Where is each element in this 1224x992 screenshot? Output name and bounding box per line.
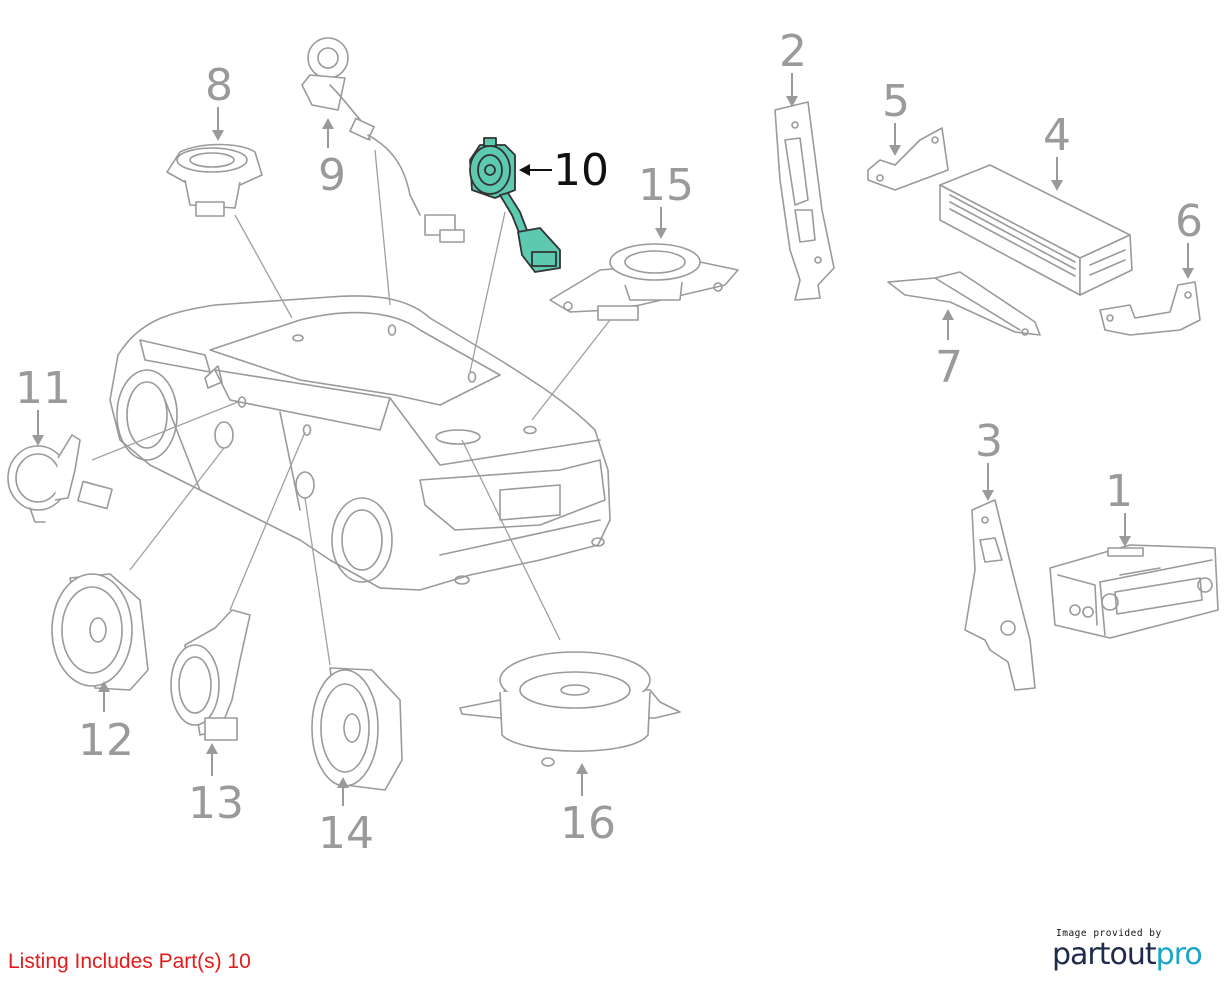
- listing-parts-note: Listing Includes Part(s) 10: [8, 950, 251, 973]
- part-2-bracket: [774, 101, 835, 301]
- callout-3: 3: [975, 416, 1003, 501]
- brand-tagline: Image provided by: [1056, 928, 1162, 939]
- brand-name: partoutpro: [1052, 940, 1212, 970]
- svg-text:3: 3: [975, 416, 1003, 467]
- callout-5: 5: [882, 76, 910, 156]
- callout-15: 15: [638, 160, 694, 239]
- part-3-bracket: [964, 499, 1036, 691]
- svg-text:8: 8: [205, 60, 233, 111]
- svg-text:16: 16: [560, 798, 616, 849]
- callout-12: 12: [78, 681, 134, 766]
- svg-text:12: 12: [78, 715, 134, 766]
- brand-name-prefix: partout: [1052, 937, 1157, 972]
- brand-name-suffix: pro: [1155, 937, 1203, 972]
- part-11-tweeter: [7, 434, 113, 523]
- callout-10: 10: [519, 145, 609, 196]
- callout-14: 14: [318, 777, 374, 859]
- svg-text:13: 13: [188, 778, 244, 829]
- svg-text:9: 9: [318, 150, 346, 201]
- part-12-speaker: [51, 573, 149, 691]
- callout-2: 2: [779, 26, 807, 107]
- part-15-speaker-bracket: [549, 243, 739, 321]
- part-14-speaker: [311, 667, 403, 791]
- callout-11: 11: [15, 363, 71, 446]
- callout-4: 4: [1043, 110, 1071, 191]
- svg-text:14: 14: [318, 808, 374, 859]
- svg-text:4: 4: [1043, 110, 1071, 161]
- callout-13: 13: [188, 743, 244, 829]
- svg-text:1: 1: [1105, 466, 1133, 517]
- svg-text:6: 6: [1175, 196, 1203, 247]
- part-1-head-unit: [1049, 544, 1219, 639]
- callout-16: 16: [560, 763, 616, 849]
- car-illustration: [109, 295, 611, 591]
- svg-text:10: 10: [553, 145, 609, 196]
- part-13-speaker: [170, 609, 251, 741]
- callout-6: 6: [1175, 196, 1203, 279]
- callout-1: 1: [1105, 466, 1133, 547]
- callout-labels: 1 2 3 4 5 6 7: [15, 26, 1203, 859]
- callout-9: 9: [318, 118, 346, 201]
- part-8-tweeter: [166, 143, 263, 217]
- callout-7: 7: [935, 309, 963, 393]
- svg-text:11: 11: [15, 363, 71, 414]
- part-6-bracket: [1099, 281, 1201, 336]
- part-5-bracket: [867, 127, 949, 191]
- part-10-highlighted-tweeter: [469, 137, 561, 273]
- part-4-amplifier: [939, 164, 1133, 296]
- partoutpro-logo: Image provided by partoutpro: [1052, 928, 1212, 970]
- svg-text:5: 5: [882, 76, 910, 127]
- svg-text:2: 2: [779, 26, 807, 77]
- svg-text:15: 15: [638, 160, 694, 211]
- callout-8: 8: [205, 60, 233, 141]
- svg-text:7: 7: [935, 342, 963, 393]
- leader-lines: [91, 149, 611, 666]
- part-7-bracket: [887, 271, 1041, 336]
- part-9-tweeter-harness: [301, 37, 465, 243]
- part-16-subwoofer: [459, 651, 681, 767]
